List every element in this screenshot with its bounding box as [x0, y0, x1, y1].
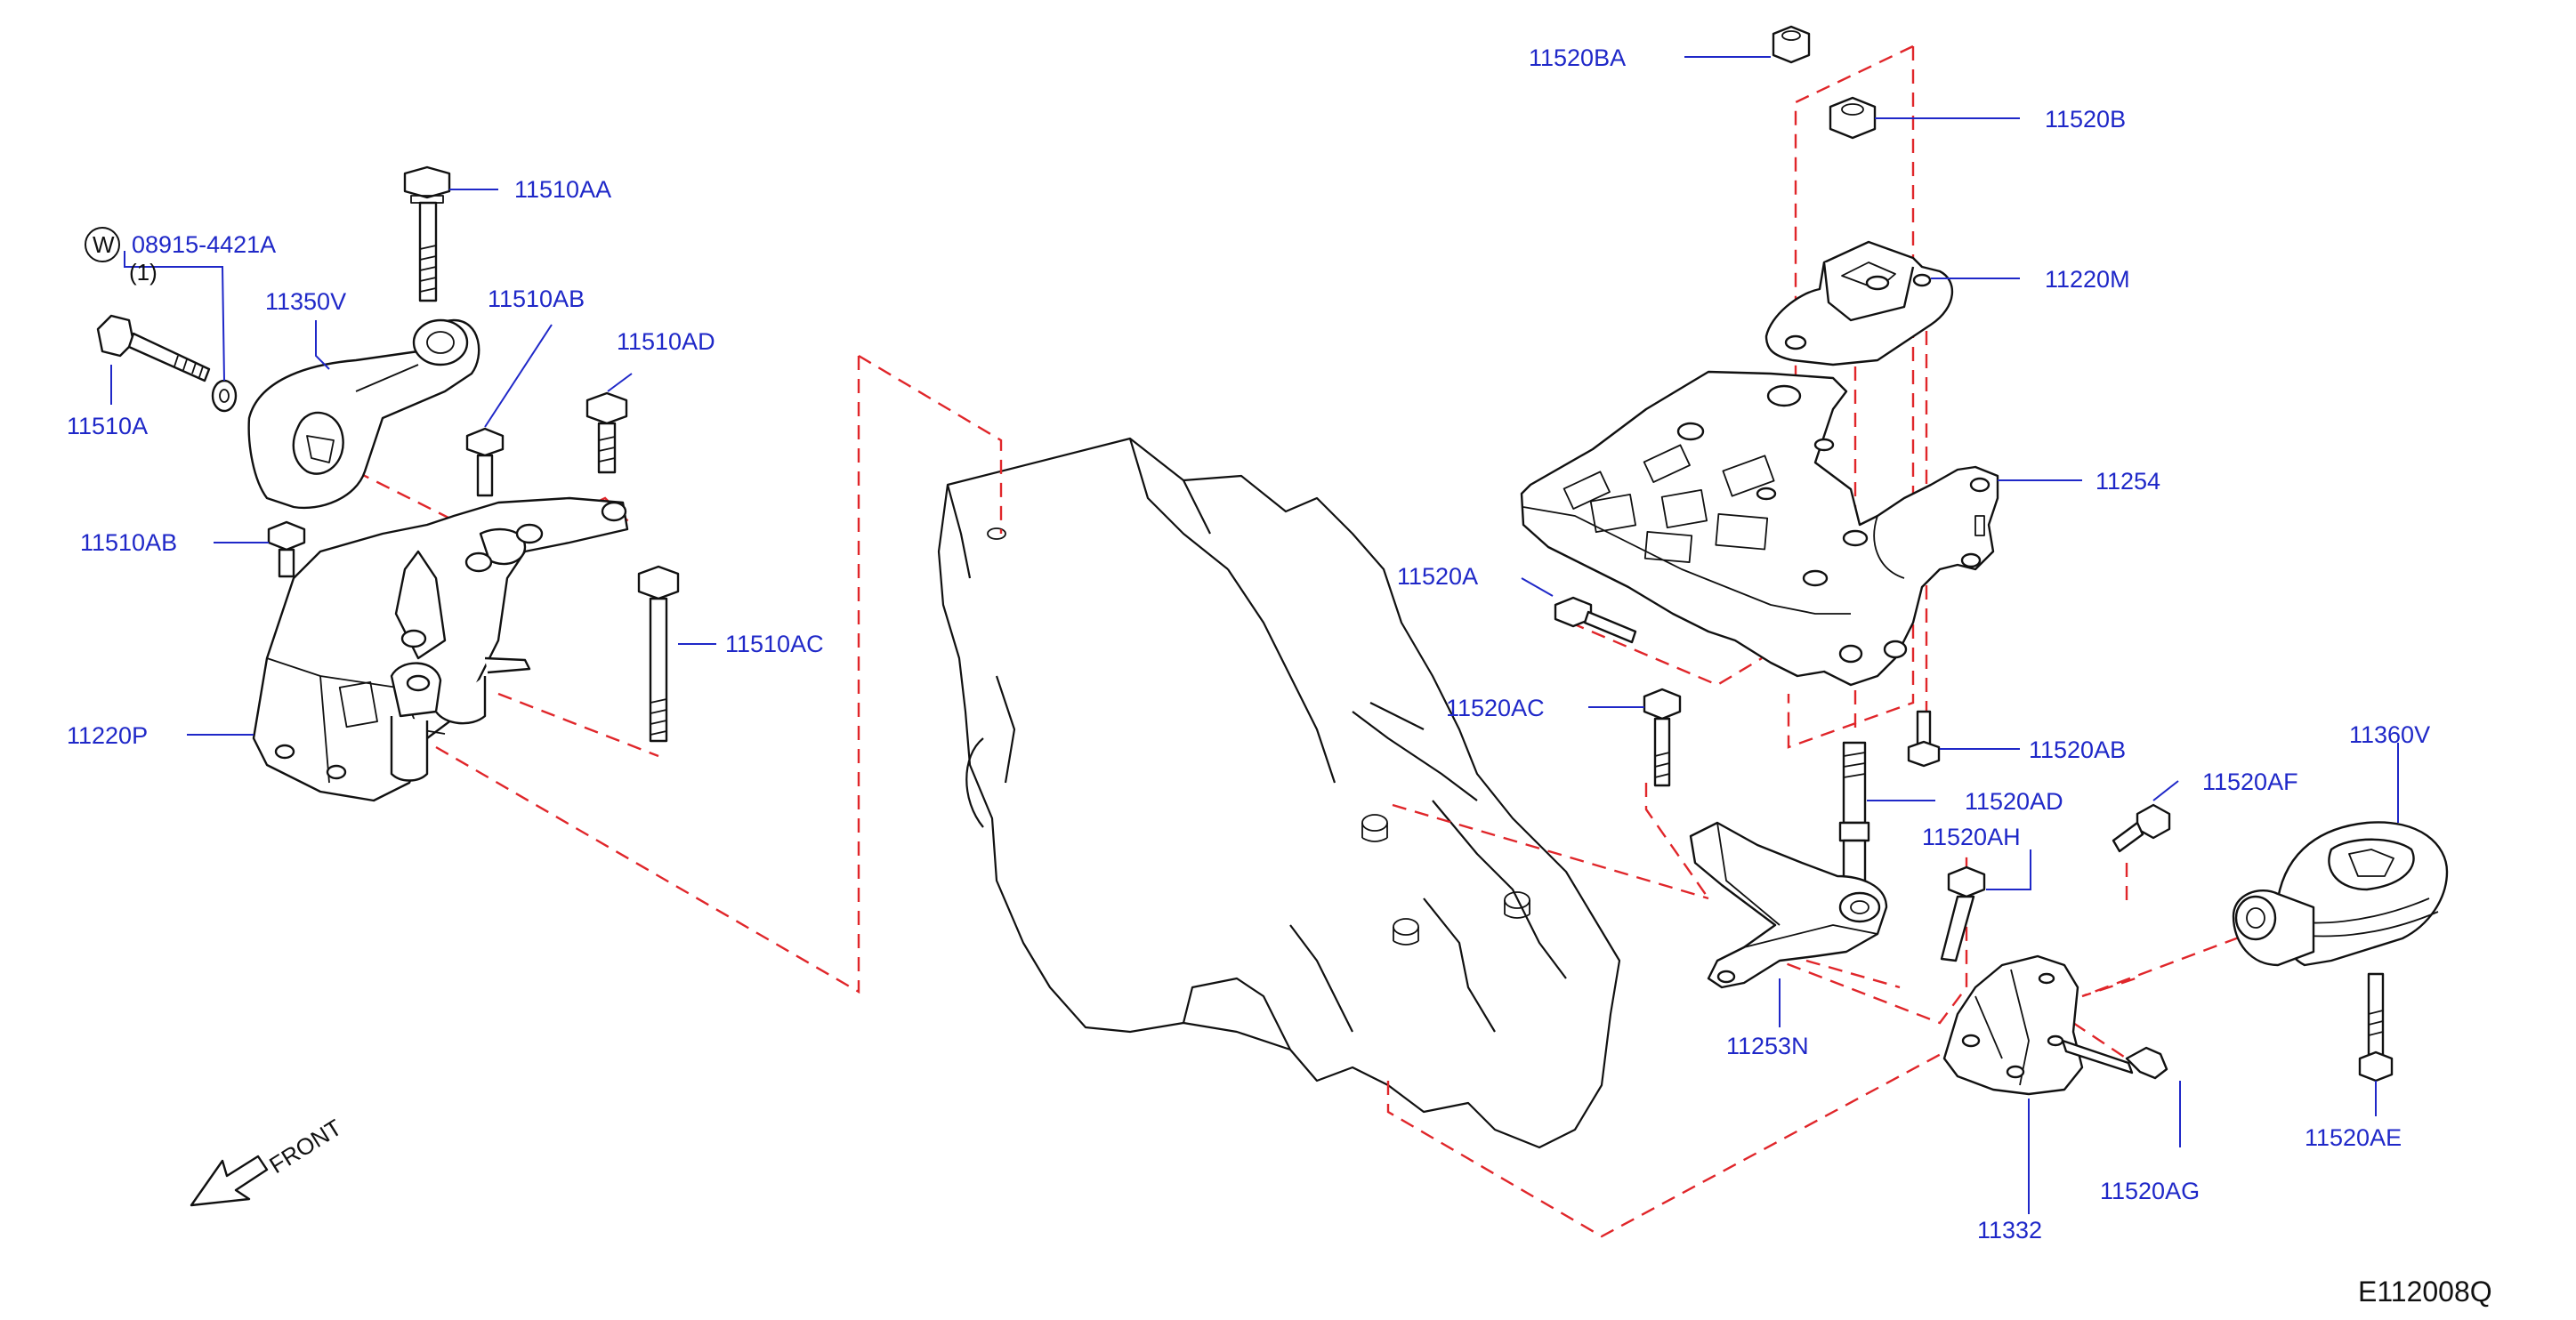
bracket-11254	[1520, 370, 1999, 687]
label-11254[interactable]: 11254	[2096, 468, 2160, 495]
label-11510A[interactable]: 11510A	[67, 413, 148, 439]
label-11332[interactable]: 11332	[1977, 1217, 2042, 1244]
label-11360V[interactable]: 11360V	[2349, 721, 2430, 748]
label-11520AB[interactable]: 11520AB	[2029, 736, 2126, 763]
bracket-11253N	[1689, 821, 1888, 989]
engine-outline	[937, 437, 1621, 1149]
mount-11350V	[247, 318, 480, 510]
diagram-code: E112008Q	[2358, 1276, 2492, 1308]
mount-11220M	[1764, 240, 1953, 366]
washer-symbol-circle	[85, 227, 120, 262]
front-label: FRONT	[264, 1114, 346, 1179]
label-11520AH[interactable]: 11520AH	[1922, 824, 2021, 850]
washer-08915	[211, 379, 238, 413]
bolt-11510A	[96, 314, 211, 382]
bolt-11520A	[1554, 596, 1637, 644]
bracket-11332	[1942, 954, 2084, 1096]
nut-11520BA	[1772, 25, 1811, 64]
washer-qty: (1)	[129, 259, 157, 286]
label-11520AE[interactable]: 11520AE	[2305, 1124, 2402, 1151]
leader-lines	[110, 56, 2399, 1214]
bolt-11510AD	[585, 391, 628, 474]
label-11510AC[interactable]: 11510AC	[725, 631, 824, 657]
label-11520AC[interactable]: 11520AC	[1446, 695, 1545, 721]
mount-11360V	[2232, 821, 2449, 967]
label-11350V[interactable]: 11350V	[265, 288, 346, 315]
front-arrow-icon	[190, 1155, 269, 1207]
bolt-11520AF	[2112, 803, 2171, 853]
label-11510AB-top[interactable]: 11510AB	[488, 286, 585, 312]
bracket-11220P	[252, 496, 629, 802]
bolt-11510AC	[637, 565, 680, 743]
bolt-11520AH	[1940, 865, 1986, 962]
label-11520BA[interactable]: 11520BA	[1529, 44, 1626, 71]
label-11253N[interactable]: 11253N	[1726, 1033, 1809, 1059]
washer-symbol: W	[93, 231, 115, 258]
bolt-11520AE	[2358, 972, 2394, 1083]
nut-11520B	[1829, 96, 1877, 140]
label-11520AD[interactable]: 11520AD	[1965, 788, 2063, 815]
label-11220M[interactable]: 11220M	[2045, 266, 2130, 293]
label-11510AB-left[interactable]: 11510AB	[80, 529, 177, 556]
front-arrow: FRONT	[190, 1114, 346, 1207]
label-11220P[interactable]: 11220P	[67, 722, 148, 749]
bolt-11510AB-top	[465, 427, 505, 497]
label-11520AG[interactable]: 11520AG	[2100, 1178, 2200, 1204]
stud-11520AD	[1838, 741, 1870, 882]
label-11510AD[interactable]: 11510AD	[617, 328, 715, 355]
bolt-11510AB-left	[267, 520, 306, 578]
labels: 11510AA W 08915-4421A (1) 11350V 11510AB…	[67, 44, 2430, 1244]
label-08915-4421A[interactable]: 08915-4421A	[132, 231, 276, 258]
label-11520AF[interactable]: 11520AF	[2202, 769, 2298, 795]
label-11510AA[interactable]: 11510AA	[514, 176, 611, 203]
bolt-11520AB	[1907, 710, 1941, 768]
bolt-11510AA	[403, 165, 451, 302]
label-11520A[interactable]: 11520A	[1397, 563, 1478, 590]
bolt-11520AC	[1643, 688, 1682, 787]
bolt-11520AG	[2061, 1039, 2168, 1080]
label-11520B[interactable]: 11520B	[2045, 106, 2126, 133]
